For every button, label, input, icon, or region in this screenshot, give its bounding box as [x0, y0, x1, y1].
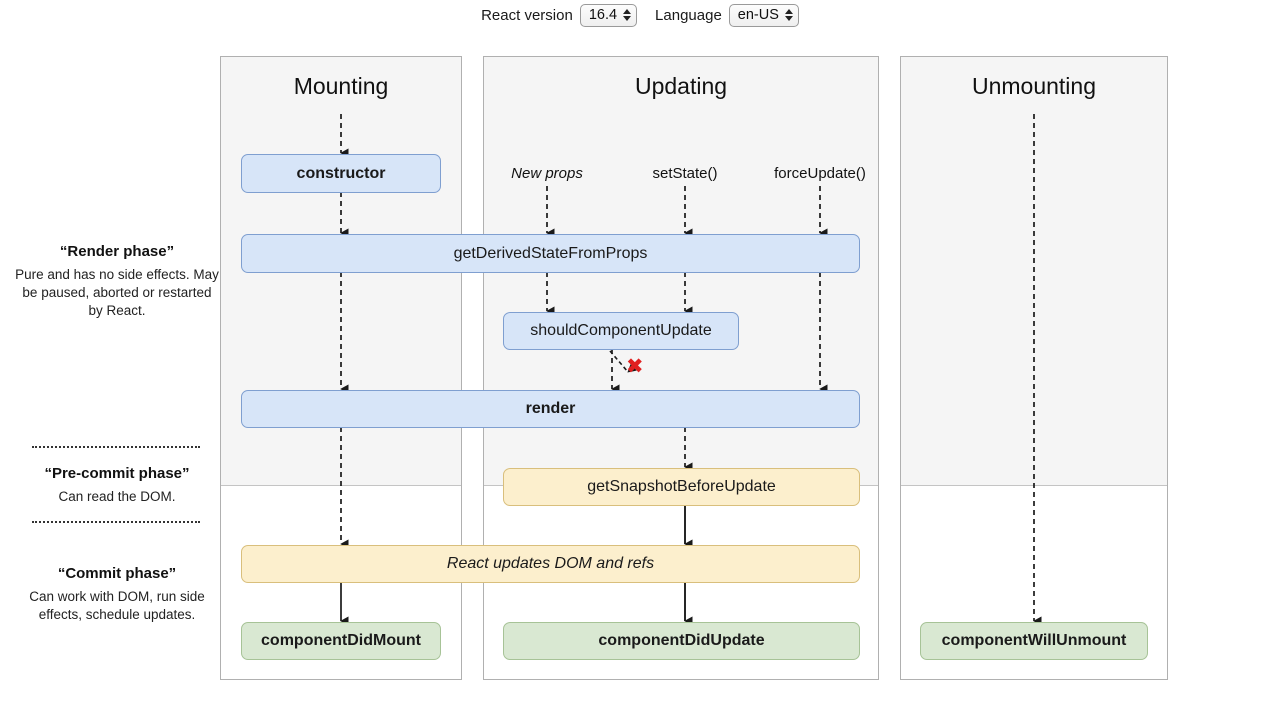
node-constructor[interactable]: constructor: [241, 154, 441, 193]
phase-divider-top: [32, 446, 200, 448]
language-value: en-US: [737, 6, 779, 23]
stepper-arrows-icon: [623, 8, 632, 21]
column-unmounting-title: Unmounting: [971, 73, 1097, 99]
phase-precommit-title: “Pre-commit phase”: [44, 465, 190, 482]
language-group: Language en-US: [655, 3, 799, 27]
language-select[interactable]: en-US: [728, 3, 799, 27]
phase-commit-desc: Can work with DOM, run side effects, sch…: [29, 589, 205, 623]
node-component-did-update[interactable]: componentDidUpdate: [503, 622, 860, 660]
phase-render-desc: Pure and has no side effects. May be pau…: [15, 267, 219, 319]
phase-divider-bottom: [32, 521, 200, 523]
node-component-will-unmount[interactable]: componentWillUnmount: [920, 622, 1148, 660]
node-get-derived-state-from-props[interactable]: getDerivedStateFromProps: [241, 234, 860, 273]
react-version-label: React version: [481, 6, 573, 24]
trigger-force-update: forceUpdate(): [774, 165, 866, 182]
node-get-snapshot-before-update[interactable]: getSnapshotBeforeUpdate: [503, 468, 860, 506]
stepper-arrows-icon: [784, 8, 793, 21]
column-updating-title: Updating: [634, 73, 728, 99]
phase-commit-title: “Commit phase”: [57, 565, 177, 582]
column-mounting-title: Mounting: [293, 73, 389, 99]
phase-precommit: “Pre-commit phase” Can read the DOM.: [14, 465, 220, 506]
skip-render-x-icon: ✖: [626, 354, 644, 378]
language-label: Language: [655, 6, 722, 24]
react-version-value: 16.4: [588, 6, 618, 23]
trigger-set-state: setState(): [652, 165, 718, 182]
column-updating: Updating: [483, 56, 879, 680]
node-react-updates-dom-and-refs[interactable]: React updates DOM and refs: [241, 545, 860, 583]
phase-precommit-desc: Can read the DOM.: [58, 489, 176, 504]
phase-commit: “Commit phase” Can work with DOM, run si…: [14, 565, 220, 624]
phase-render: “Render phase” Pure and has no side effe…: [14, 243, 220, 321]
node-component-did-mount[interactable]: componentDidMount: [241, 622, 441, 660]
column-mounting: Mounting: [220, 56, 462, 680]
unmounting-render-phase-region: [901, 57, 1167, 486]
phase-render-title: “Render phase”: [59, 243, 175, 260]
controls-bar: React version 16.4 Language en-US: [0, 0, 1280, 30]
node-should-component-update[interactable]: shouldComponentUpdate: [503, 312, 739, 350]
react-version-select[interactable]: 16.4: [579, 3, 638, 27]
trigger-new-props: New props: [511, 165, 583, 182]
node-render[interactable]: render: [241, 390, 860, 428]
react-version-group: React version 16.4: [481, 3, 638, 27]
column-unmounting: Unmounting: [900, 56, 1168, 680]
